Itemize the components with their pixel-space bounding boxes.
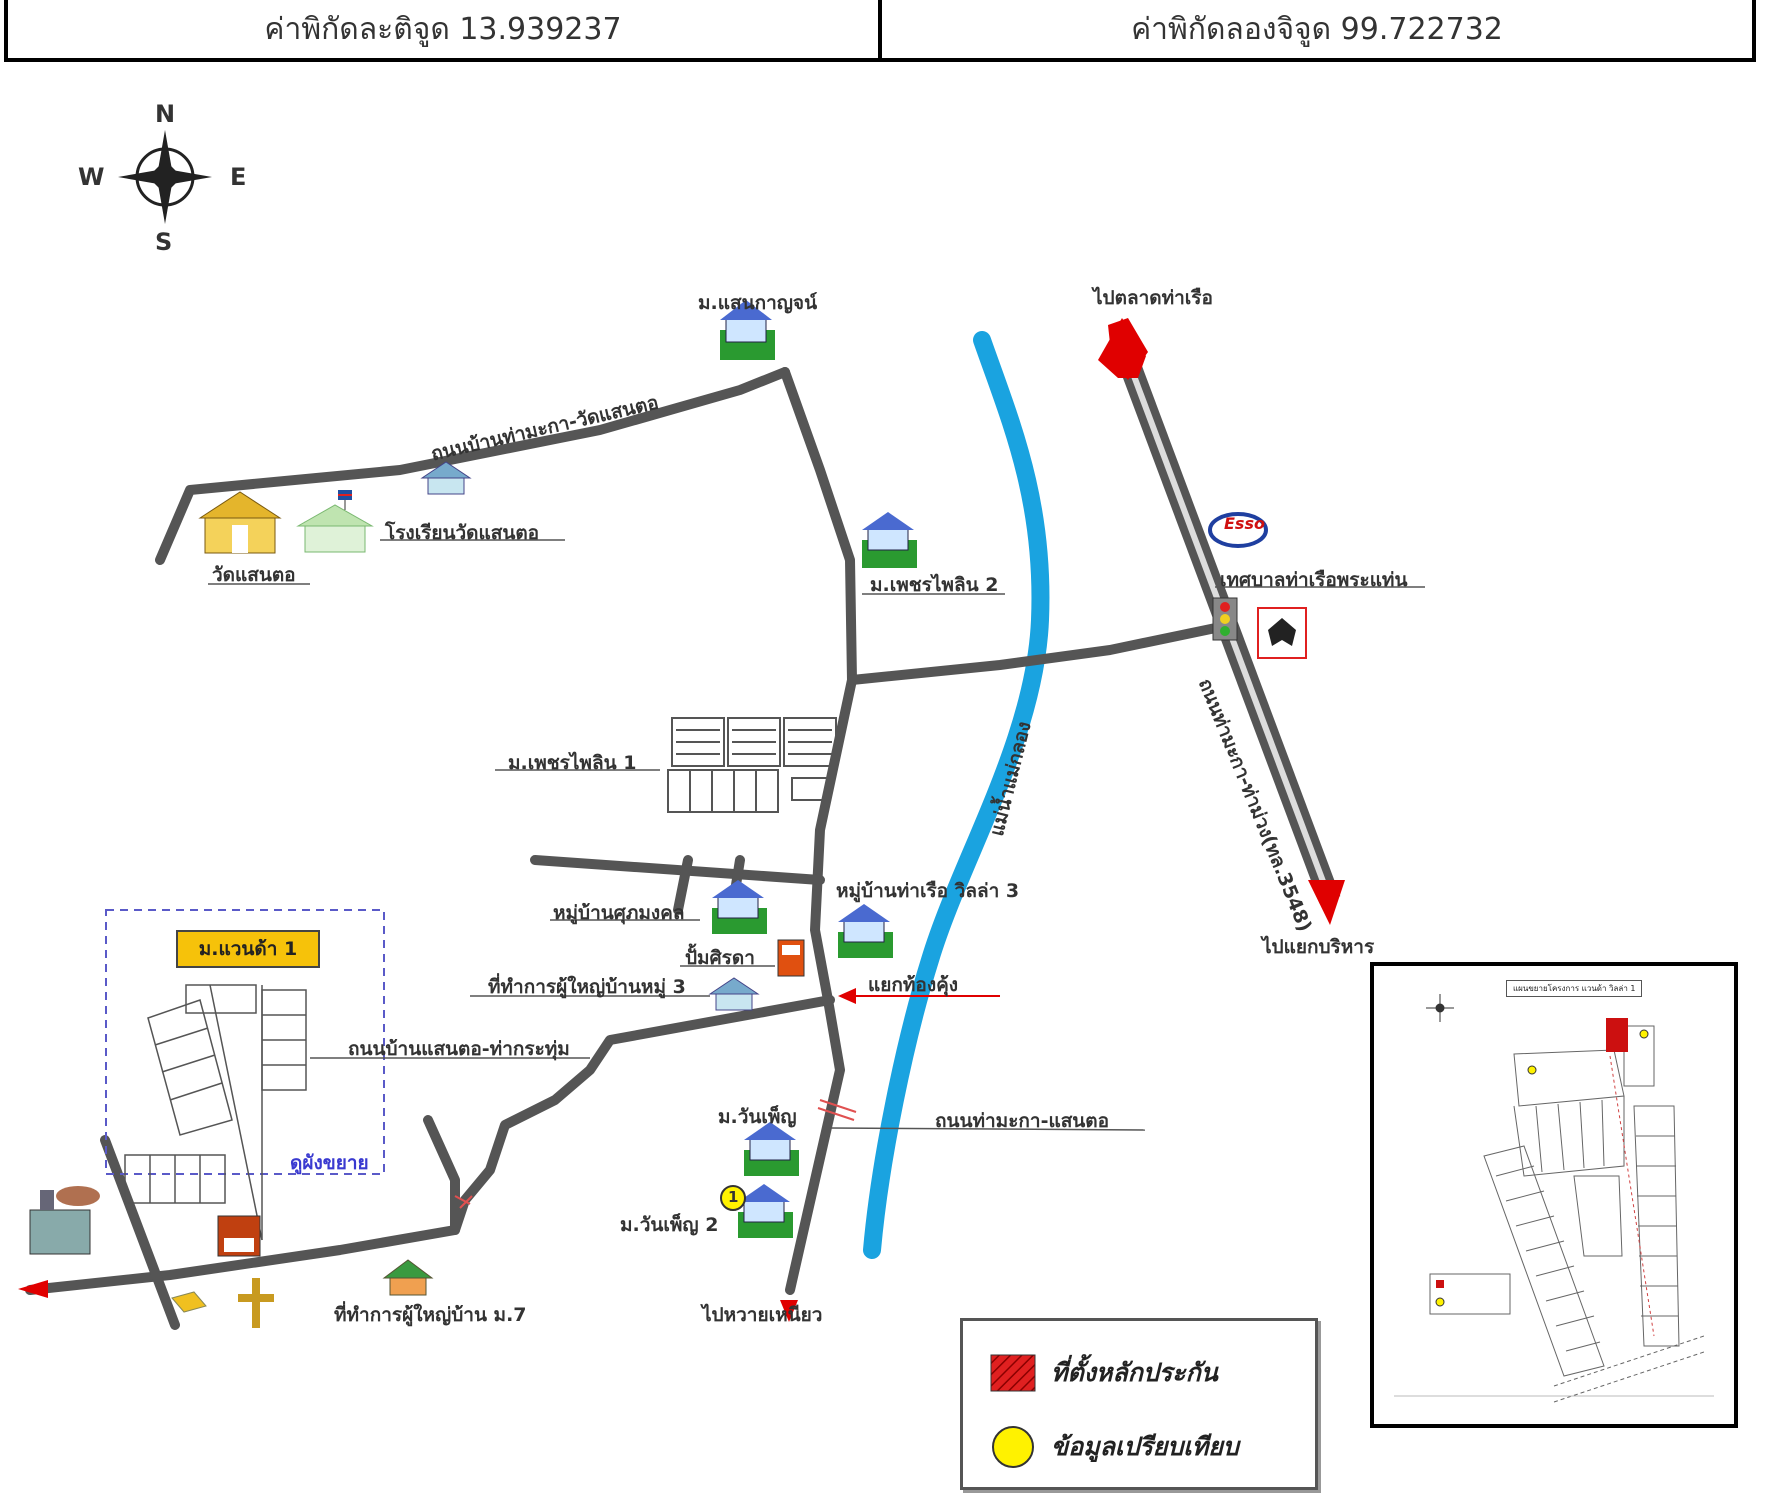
village-icon-tha-ruea-villa bbox=[838, 904, 893, 958]
village-icon-phet-phailin-2 bbox=[862, 512, 917, 568]
phet-phailin-1-layout bbox=[667, 717, 837, 813]
house-icon-headman-7 bbox=[382, 1259, 434, 1296]
inset-plan-drawing bbox=[1394, 994, 1714, 1403]
label-to-boriharn-junction: ไปแยกบริหาร bbox=[1262, 936, 1375, 958]
compass-north: N bbox=[155, 100, 176, 128]
label-to-nong-wai-nieo: ไปหวายเหนียว bbox=[702, 1304, 823, 1326]
inset-title: แผนขยายโครงการ แวนด้า วิลล่า 1 bbox=[1506, 980, 1643, 997]
west-arrow-icon bbox=[18, 1280, 48, 1298]
factory-icon bbox=[29, 1186, 100, 1255]
label-m-phet-phailin-2: ม.เพชรไพลิน 2 bbox=[870, 574, 999, 596]
comparison-marker-number: 1 bbox=[728, 1188, 739, 1206]
label-tong-kung-junction: แยกท้องคุ้ง bbox=[868, 974, 959, 996]
longitude-label: ค่าพิกัดลองจิจูด 99.722732 bbox=[878, 0, 1752, 58]
label-road-tha-maka-saen-to: ถนนท่ามะกา-แสนตอ bbox=[935, 1110, 1110, 1132]
label-road-saen-to-tha-krathum: ถนนบ้านแสนตอ-ท่ากระทุ่ม bbox=[348, 1038, 570, 1060]
inset-collateral-plot bbox=[1606, 1018, 1628, 1052]
label-to-tha-ruea-market: ไปตลาดท่าเรือ bbox=[1093, 287, 1213, 309]
compass-south: S bbox=[155, 228, 173, 256]
inset-compass-icon bbox=[1426, 994, 1454, 1022]
inset-layout-plan: แผนขยายโครงการ แวนด้า วิลล่า 1 bbox=[1370, 962, 1738, 1428]
school-icon bbox=[296, 490, 374, 553]
garuda-seal-icon bbox=[1257, 607, 1307, 659]
compass-east: E bbox=[230, 163, 247, 191]
village-icon-saen-kan bbox=[720, 300, 775, 360]
collateral-swatch-icon bbox=[990, 1354, 1036, 1392]
inset-legend bbox=[1429, 1273, 1511, 1315]
tong-kung-arrow-icon bbox=[838, 988, 856, 1004]
house-icon-headman-3 bbox=[708, 977, 760, 1011]
traffic-light-icon bbox=[1212, 597, 1238, 641]
latitude-label: ค่าพิกัดละติจูด 13.939237 bbox=[264, 11, 622, 47]
temple-icon bbox=[198, 491, 282, 554]
compass-west: W bbox=[78, 163, 105, 191]
label-m-saen-kan: ม.แสนกาญจน์ bbox=[698, 292, 818, 314]
inset-comparison-marker-2 bbox=[1527, 1065, 1537, 1075]
label-wat-saen-to: วัดแสนตอ bbox=[212, 564, 296, 586]
label-m-phet-phailin-1: ม.เพชรไพลิน 1 bbox=[508, 752, 637, 774]
leader-lines bbox=[208, 539, 1425, 1131]
label-pump-sirada: ปั้มศิรดา bbox=[685, 947, 755, 969]
label-school-wat-saen-to: โรงเรียนวัดแสนตอ bbox=[385, 522, 540, 544]
store-icon bbox=[217, 1215, 261, 1257]
label-m-wan-phen: ม.วันเพ็ญ bbox=[718, 1106, 797, 1128]
label-suk-mongkol: หมู่บ้านศุภมงคล bbox=[553, 902, 685, 924]
label-m-wan-phen-2: ม.วันเพ็ญ 2 bbox=[620, 1214, 719, 1236]
esso-logo-icon bbox=[1208, 512, 1268, 548]
label-see-layout[interactable]: ดูผังขยาย bbox=[290, 1152, 369, 1174]
legend-comparison-label: ข้อมูลเปรียบเทียบ bbox=[1051, 1432, 1239, 1461]
cross-icon bbox=[238, 1278, 274, 1328]
gas-pump-icon bbox=[777, 939, 805, 977]
legend-collateral-label: ที่ตั้งหลักประกัน bbox=[1051, 1358, 1218, 1387]
village-icon-wan-phen-2 bbox=[738, 1184, 793, 1238]
label-esso: Esso bbox=[1224, 514, 1265, 533]
label-headman-office-moo-7: ที่ทำการผู้ใหญ่บ้าน ม.7 bbox=[334, 1304, 527, 1326]
gold-bar-icon bbox=[171, 1291, 207, 1313]
label-municipality: เทศบาลท่าเรือพระแท่น bbox=[1220, 569, 1408, 591]
village-icon-suk-mongkol bbox=[712, 880, 767, 934]
badge-m-wanda-1: ม.แวนด้า 1 bbox=[176, 930, 320, 968]
village-icon-wan-phen bbox=[744, 1122, 799, 1176]
inset-comparison-marker bbox=[1639, 1029, 1649, 1039]
vanda-layout bbox=[124, 984, 307, 1241]
comparison-marker-icon bbox=[720, 1185, 746, 1211]
map-legend: ที่ตั้งหลักประกัน ข้อมูลเปรียบเทียบ bbox=[960, 1318, 1318, 1490]
label-headman-office-moo-3: ที่ทำการผู้ใหญ่บ้านหมู่ 3 bbox=[488, 976, 686, 998]
label-tha-ruea-villa-3: หมู่บ้านท่าเรือ วิลล่า 3 bbox=[836, 880, 1020, 902]
coordinate-header: ค่าพิกัดละติจูด 13.939237 ค่าพิกัดลองจิจ… bbox=[4, 0, 1756, 62]
south-arrow-icon bbox=[780, 1300, 798, 1322]
comparison-swatch-icon bbox=[992, 1426, 1034, 1468]
vanda-boundary bbox=[105, 909, 385, 1175]
railway-crossing-icon bbox=[454, 1099, 857, 1209]
river-mae-klong bbox=[863, 331, 1050, 1259]
compass-rose-icon bbox=[118, 130, 212, 224]
house-icon-school bbox=[420, 461, 472, 495]
road-network bbox=[25, 367, 1235, 1330]
